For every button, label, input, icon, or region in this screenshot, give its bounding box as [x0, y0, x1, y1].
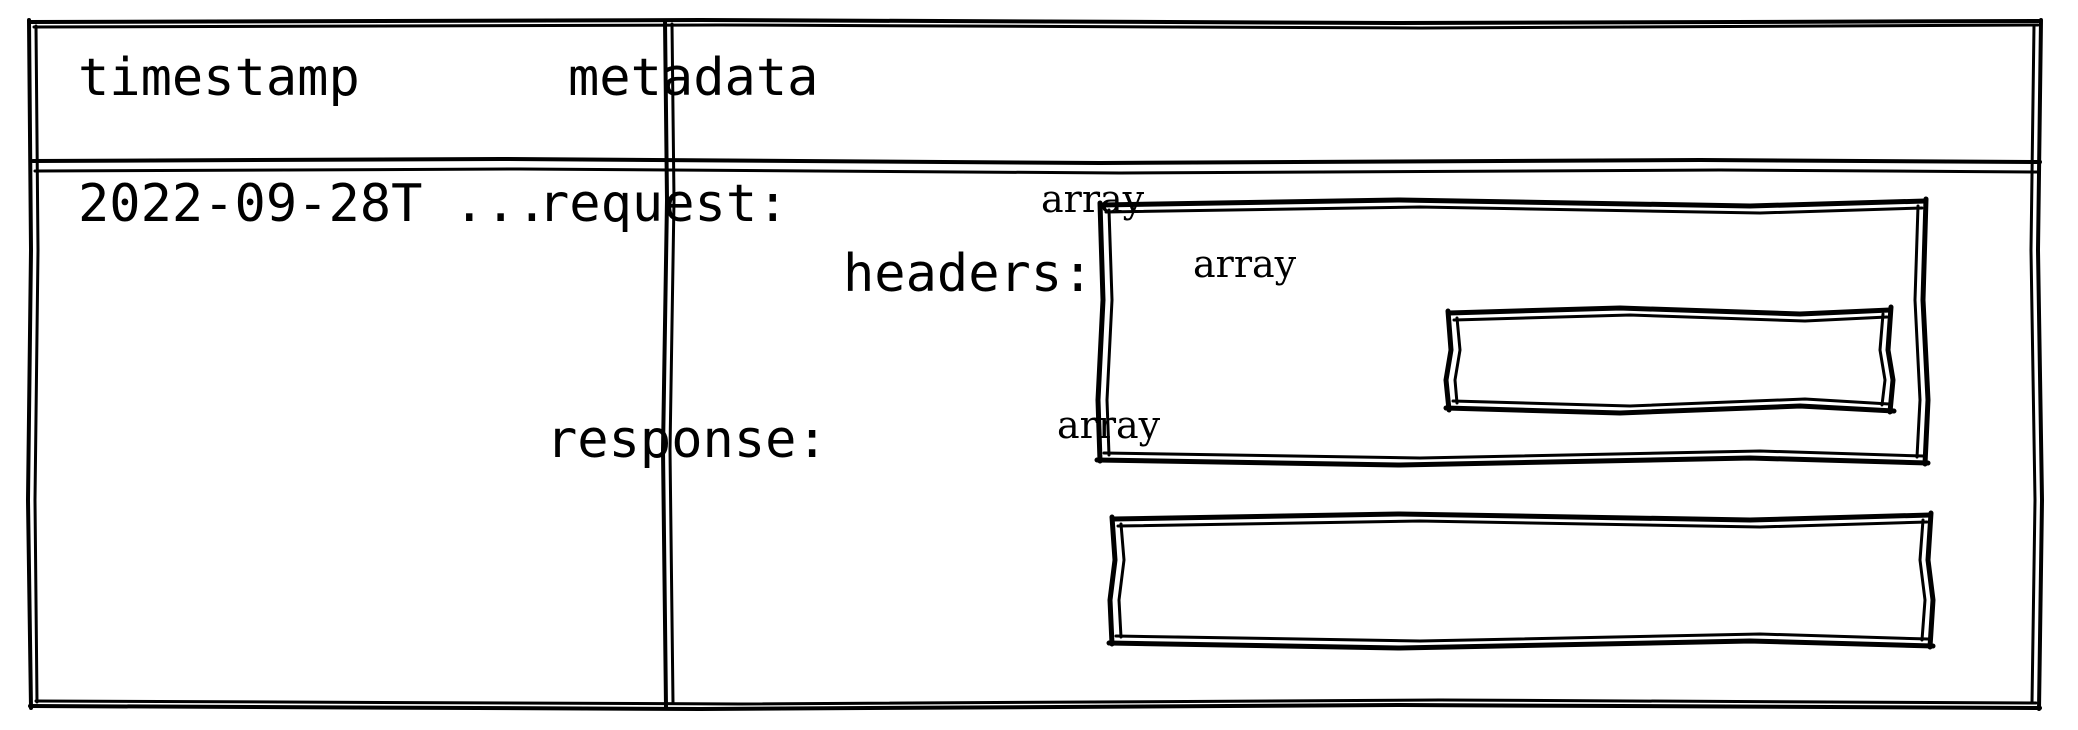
column-header-timestamp: timestamp	[78, 48, 360, 108]
field-label-request: request:	[538, 174, 789, 234]
cell-timestamp-value: 2022-09-28T ...	[78, 174, 548, 234]
type-label-request-array: array	[1041, 177, 1145, 221]
type-label-response-array: array	[1057, 403, 1161, 447]
field-label-response: response:	[546, 410, 828, 470]
column-header-metadata: metadata	[568, 48, 819, 108]
type-label-headers-array: array	[1193, 242, 1297, 286]
field-label-headers: headers:	[843, 244, 1094, 304]
